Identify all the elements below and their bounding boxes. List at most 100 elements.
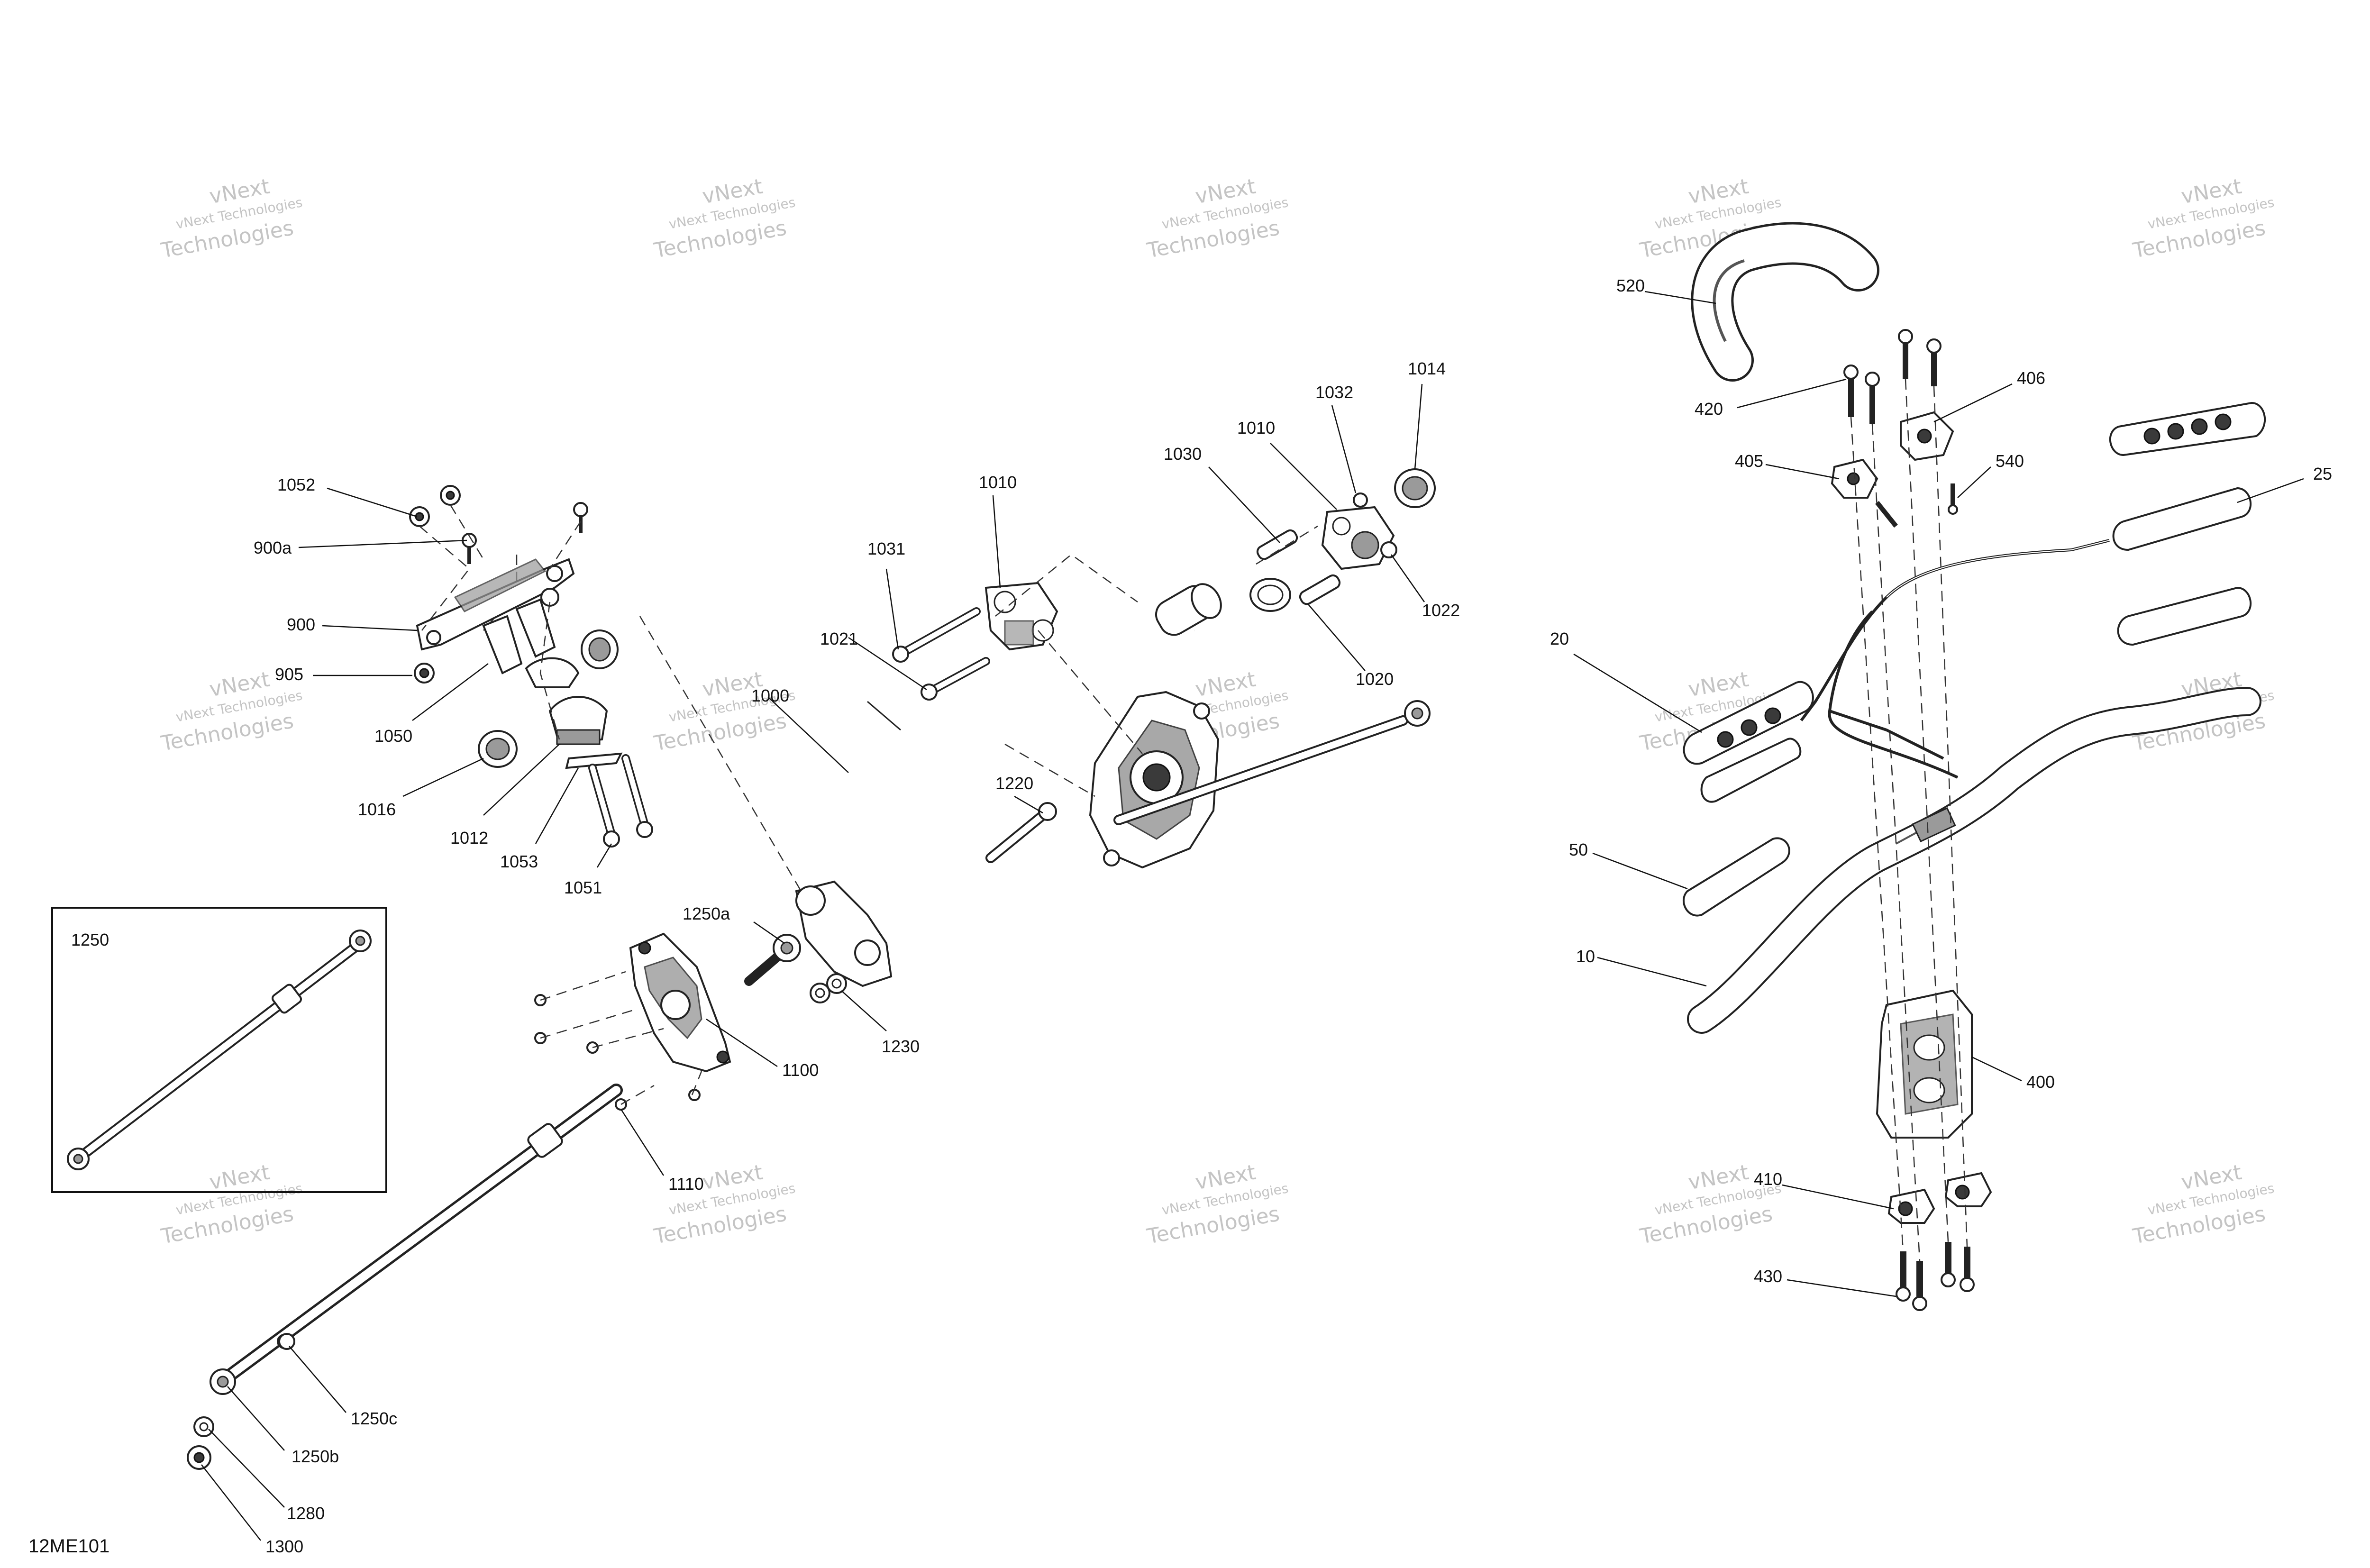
grip-sleeve-right [2117, 586, 2252, 646]
inset-label: 1250 [71, 930, 109, 949]
callout-405: 405 [1735, 451, 1763, 471]
watermark: vNext vNext Technologies Technologies [652, 174, 796, 263]
bolt-1220 [985, 802, 1057, 863]
clamp-1012 [548, 696, 608, 746]
callout-430: 430 [1754, 1267, 1782, 1286]
tie-rod-center [1113, 700, 1431, 825]
callout-540: 540 [1996, 451, 2024, 471]
callout-1022: 1022 [1422, 601, 1460, 620]
callout-10: 10 [1576, 947, 1595, 966]
callout-1012: 1012 [450, 828, 488, 848]
riser-400 [1876, 989, 1973, 1139]
bushing-1050-ring [581, 629, 619, 669]
handguard-520 [1691, 222, 1879, 382]
callout-1010-right: 1010 [1237, 418, 1275, 438]
washer-1230 [810, 973, 847, 1003]
callout-25: 25 [2313, 464, 2332, 483]
callout-520: 520 [1616, 276, 1645, 295]
bolt-900a [462, 502, 588, 564]
bolts-430 [1896, 1242, 1975, 1311]
callout-1110: 1110 [668, 1174, 704, 1194]
watermark: vNext vNext Technologies Technologies [159, 1160, 303, 1249]
callout-1100: 1100 [782, 1060, 819, 1080]
pin-1030 [1256, 529, 1298, 560]
callout-1250a: 1250a [683, 904, 730, 923]
callout-1052: 1052 [277, 475, 315, 494]
watermark: vNext vNext Technologies Technologies [652, 1160, 796, 1249]
callout-1030: 1030 [1164, 444, 1202, 464]
callout-1053: 1053 [500, 852, 538, 871]
callout-1016: 1016 [358, 800, 396, 819]
watermark: vNext vNext Technologies Technologies [652, 667, 796, 756]
nut-1052 [409, 485, 461, 527]
bolt-1022 [1380, 541, 1397, 558]
watermark: vNext vNext Technologies Technologies [2131, 1160, 2275, 1249]
bolt-1032 [1353, 492, 1368, 508]
heater-wire-harness [1800, 539, 2110, 779]
inset-box-1250: 1250 [51, 907, 387, 1193]
callout-1280: 1280 [287, 1504, 325, 1523]
callout-1250b: 1250b [292, 1447, 339, 1466]
callout-1020: 1020 [1356, 669, 1394, 689]
ball-joint-1250a [744, 934, 801, 986]
steering-gear-housing-center [1089, 691, 1220, 869]
clamp-406 [1900, 411, 1954, 461]
clamp-410 [1887, 1172, 1992, 1224]
nut-1300 [187, 1445, 211, 1470]
grip-heater-25 [2112, 487, 2252, 551]
callout-406: 406 [2017, 368, 2045, 388]
nut-905 [414, 588, 559, 684]
plate-1053 [565, 752, 623, 769]
bushing-1016 [478, 730, 518, 768]
bolts-1051 [588, 754, 653, 848]
callout-1051: 1051 [564, 878, 602, 897]
callout-1300: 1300 [265, 1537, 303, 1556]
callout-1021: 1021 [820, 629, 858, 648]
clamp-1050 [482, 598, 580, 688]
watermark: vNext vNext Technologies Technologies [2131, 174, 2275, 263]
bracket-900 [416, 558, 575, 651]
callout-1010-left: 1010 [979, 473, 1017, 492]
diagram-code: 12ME101 [28, 1536, 109, 1557]
bushing-1020 [1249, 578, 1291, 612]
callout-1014: 1014 [1408, 359, 1446, 378]
callout-410: 410 [1754, 1169, 1782, 1189]
callout-20: 20 [1550, 629, 1569, 648]
handlebar-10 [1687, 687, 2261, 1034]
clamp-1010-left [984, 582, 1058, 651]
callout-400: 400 [2026, 1072, 2055, 1092]
washer-1280 [193, 1416, 214, 1437]
sleeve-50 [1682, 837, 1790, 917]
watermark-group: vNext vNext Technologies Technologies vN… [159, 174, 2275, 1249]
callout-1031: 1031 [867, 539, 905, 558]
clamp-405 [1831, 458, 1898, 528]
assembly-lines-bracket [419, 504, 582, 740]
pin-1020 [1299, 574, 1341, 605]
callout-1032: 1032 [1315, 383, 1353, 402]
callout-900a: 900a [254, 538, 292, 557]
nut-1250c [278, 1333, 295, 1350]
callout-labels: 1052 900a 900 905 1050 1016 1012 1053 10… [254, 276, 2332, 1556]
steering-column-1000 [795, 583, 1222, 987]
callout-420: 420 [1695, 399, 1723, 419]
callout-900: 900 [287, 615, 315, 634]
bolt-1031 [892, 607, 981, 663]
callout-1000: 1000 [751, 686, 789, 705]
callout-1220: 1220 [995, 774, 1033, 793]
watermark: vNext vNext Technologies Technologies [1145, 174, 1289, 263]
grip-right [2109, 401, 2266, 456]
callout-1250c: 1250c [351, 1409, 397, 1428]
clamp-1010-right [1321, 506, 1395, 570]
steering-gear-housing-1100-left [629, 932, 731, 1073]
grip-left-20 [1683, 681, 1814, 803]
watermark: vNext vNext Technologies Technologies [1145, 1160, 1289, 1249]
callout-1050: 1050 [374, 726, 412, 746]
callout-50: 50 [1569, 840, 1588, 859]
leader-lines [201, 291, 2304, 1541]
bushing-1014 [1394, 468, 1436, 508]
tie-rod-lower [210, 1084, 623, 1395]
bolts-420 [1843, 329, 1942, 424]
screw-540 [1948, 483, 1958, 515]
assembly-lines-right [1850, 379, 1968, 1261]
